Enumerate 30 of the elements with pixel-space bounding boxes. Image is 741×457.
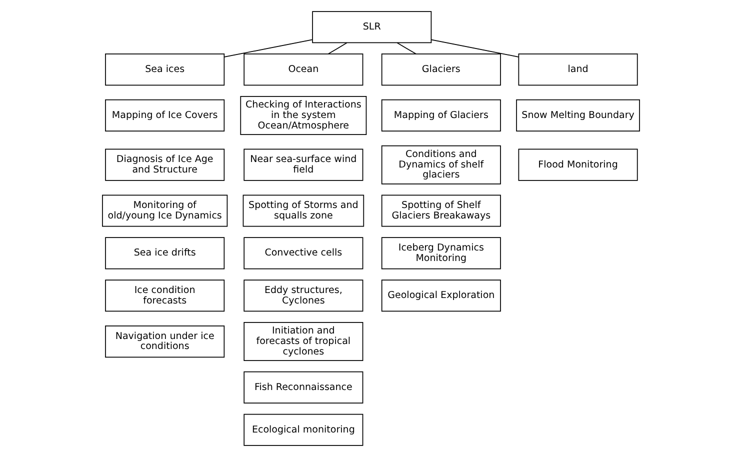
node-box: Spotting of Storms and squalls zone [242,194,364,227]
node-box: Monitoring of old/young Ice Dynamics [102,194,228,227]
node-box: land [518,54,638,86]
node-box: Convective cells [243,237,363,270]
connector [396,42,416,54]
node-box: Iceberg Dynamics Monitoring [380,237,500,270]
connector [430,39,518,58]
node-box: Ice condition forecasts [104,280,224,312]
node-box: Flood Monitoring [518,148,638,181]
node-box: Checking of Interactions in the system Ocean/Atmosphere [240,96,366,135]
node-box: Initiation and forecasts of tropical cyclones [243,322,363,362]
node-box: SLR [312,11,432,44]
connector [223,39,312,58]
node-box: Geological Exploration [380,280,500,312]
node-box: Ocean [243,54,363,86]
node-box: Fish Reconnaissance [243,371,363,404]
node-box: Eddy structures, Cyclones [243,280,363,312]
node-box: Glaciers [380,54,500,86]
node-box: Spotting of Shelf Glaciers Breakaways [380,194,500,227]
node-box: Diagnosis of Ice Age and Structure [104,148,224,181]
node-box: Conditions and Dynamics of shelf glaciers [380,145,500,184]
node-box: Mapping of Glaciers [380,99,500,132]
node-box: Mapping of Ice Covers [104,99,224,132]
connector [327,42,347,54]
node-box: Navigation under ice conditions [104,326,224,358]
node-box: Sea ice drifts [104,237,224,270]
node-box: Sea ices [104,54,224,86]
node-box: Snow Melting Boundary [516,99,640,132]
node-box: Near sea-surface wind field [243,148,363,181]
node-box: Ecological monitoring [243,414,363,446]
